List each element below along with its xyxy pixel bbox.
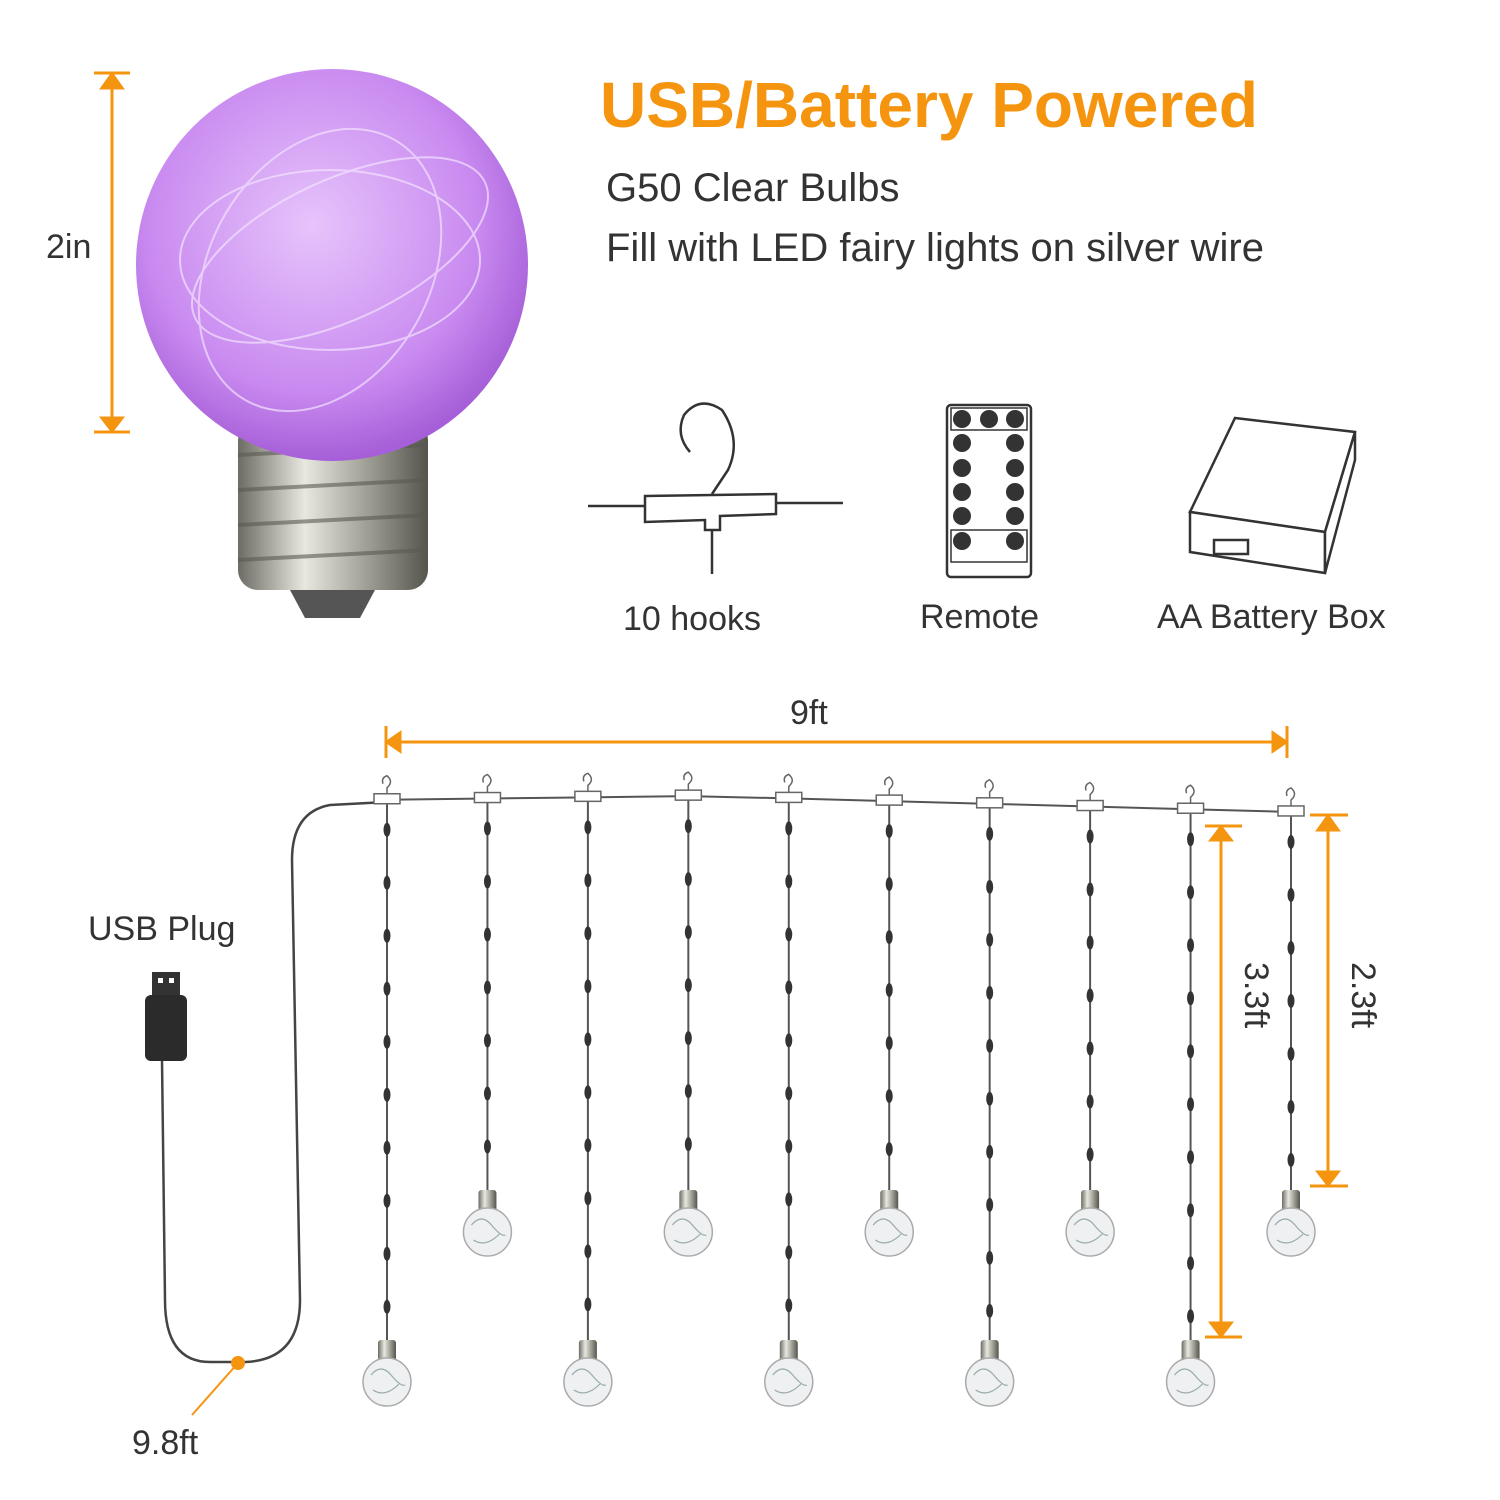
- width-label: 9ft: [790, 694, 828, 732]
- hook-clip-icon: [674, 771, 703, 801]
- hooks-label: 10 hooks: [623, 600, 761, 638]
- usb-plug-label: USB Plug: [88, 910, 236, 948]
- cable-length-label: 9.8ft: [132, 1424, 199, 1462]
- top-wire: [386, 795, 1292, 813]
- light-strand: [362, 774, 412, 1407]
- purple-bulb-image: [136, 69, 528, 618]
- mini-bulb-icon: [663, 1190, 714, 1257]
- hook-clip-icon: [1076, 781, 1104, 812]
- remote-label: Remote: [920, 598, 1040, 636]
- height-dimension-line: [94, 71, 130, 434]
- hook-clip-icon: [373, 774, 401, 805]
- mini-bulb-icon: [764, 1340, 814, 1407]
- light-strand: [462, 773, 513, 1257]
- hook-clip-icon: [1176, 784, 1205, 814]
- bulb-height-label: 2in: [46, 228, 92, 266]
- long-strand-dimension-line: [1205, 824, 1242, 1339]
- hook-clip-icon: [975, 778, 1004, 809]
- mini-bulb-icon: [1065, 1190, 1115, 1257]
- short-strand-label: 2.3ft: [1344, 962, 1382, 1029]
- remote-icon: [945, 403, 1033, 579]
- light-strands: [362, 771, 1316, 1407]
- usb-cable: [160, 800, 388, 1364]
- light-strand: [764, 773, 814, 1407]
- mini-bulb-icon: [563, 1340, 613, 1407]
- mini-bulb-icon: [362, 1340, 412, 1407]
- mini-bulb-icon: [1165, 1340, 1216, 1407]
- hook-clip-icon: [875, 776, 903, 806]
- hook-clip-icon: [775, 773, 803, 804]
- hook-clip-icon: [574, 772, 602, 803]
- subtitle-bulbs: G50 Clear Bulbs: [606, 166, 900, 210]
- mini-bulb-icon: [864, 1190, 914, 1257]
- page-title: USB/Battery Powered: [600, 69, 1258, 141]
- light-strand: [864, 776, 914, 1257]
- light-strand: [964, 778, 1015, 1407]
- hook-icon: [588, 402, 843, 574]
- mini-bulb-icon: [462, 1190, 513, 1257]
- light-strand: [1165, 784, 1216, 1407]
- light-strand: [1065, 781, 1115, 1257]
- cable-length-pointer: [191, 1356, 245, 1416]
- hook-clip-icon: [473, 773, 502, 804]
- light-strand: [663, 771, 714, 1257]
- hook-clip-icon: [1277, 787, 1305, 817]
- light-strand: [563, 772, 613, 1407]
- short-strand-dimension-line: [1310, 813, 1348, 1188]
- light-strand: [1266, 787, 1316, 1257]
- mini-bulb-icon: [1266, 1190, 1316, 1257]
- usb-plug-icon: [145, 972, 187, 1061]
- long-strand-label: 3.3ft: [1237, 962, 1275, 1029]
- mini-bulb-icon: [964, 1340, 1015, 1407]
- width-dimension-line: [384, 726, 1289, 758]
- battery-box-label: AA Battery Box: [1157, 598, 1386, 636]
- subtitle-fairy-lights: Fill with LED fairy lights on silver wir…: [606, 226, 1264, 270]
- battery-box-icon: [1188, 416, 1357, 575]
